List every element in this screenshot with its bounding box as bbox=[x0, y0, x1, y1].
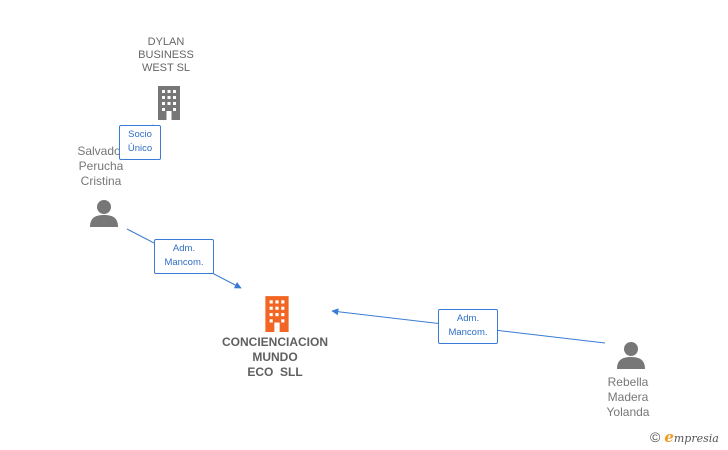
building-icon[interactable] bbox=[154, 84, 184, 120]
label-line: Madera bbox=[607, 390, 649, 404]
label-line: WEST SL bbox=[141, 62, 191, 74]
person-icon[interactable] bbox=[89, 198, 119, 228]
edge-label-adm-mancom-salvador[interactable]: Adm. Mancom. bbox=[154, 239, 214, 274]
node-label-rebella: Rebella Madera Yolanda bbox=[588, 375, 668, 420]
edge-label-line: Mancom. bbox=[164, 257, 204, 268]
edge-label-line: Único bbox=[127, 143, 153, 154]
label-line: MUNDO bbox=[252, 350, 298, 364]
label-line: CONCIENCIACION bbox=[221, 335, 328, 349]
label-line: ECO SLL bbox=[247, 365, 303, 379]
node-label-dylan: DYLAN BUSINESS WEST SL bbox=[116, 36, 216, 75]
label-line: DYLAN bbox=[147, 36, 185, 48]
label-line: Cristina bbox=[80, 174, 122, 188]
label-line: BUSINESS bbox=[138, 49, 194, 61]
building-icon-main[interactable] bbox=[261, 294, 293, 332]
label-line: Perucha bbox=[78, 159, 124, 173]
copyright-icon: © bbox=[650, 429, 661, 445]
node-label-concienciacion: CONCIENCIACION MUNDO ECO SLL bbox=[205, 335, 345, 380]
empresia-logo: ©empresia bbox=[650, 428, 719, 446]
edge-label-adm-mancom-rebella[interactable]: Adm. Mancom. bbox=[438, 309, 498, 344]
label-line: Yolanda bbox=[606, 405, 650, 419]
edge-label-line: Adm. bbox=[456, 313, 480, 324]
label-line: Salvador bbox=[77, 144, 125, 158]
edge-label-socio-unico[interactable]: Socio Único bbox=[119, 125, 161, 160]
brand-rest: mpresia bbox=[673, 432, 719, 445]
person-icon[interactable] bbox=[616, 340, 646, 370]
node-label-salvador: Salvador Perucha Cristina bbox=[56, 144, 146, 189]
label-line: Rebella bbox=[607, 375, 649, 389]
edge-label-line: Adm. bbox=[172, 243, 196, 254]
edge-label-line: Mancom. bbox=[448, 327, 488, 338]
edge-label-line: Socio bbox=[128, 129, 152, 140]
brand-e: e bbox=[664, 428, 674, 446]
